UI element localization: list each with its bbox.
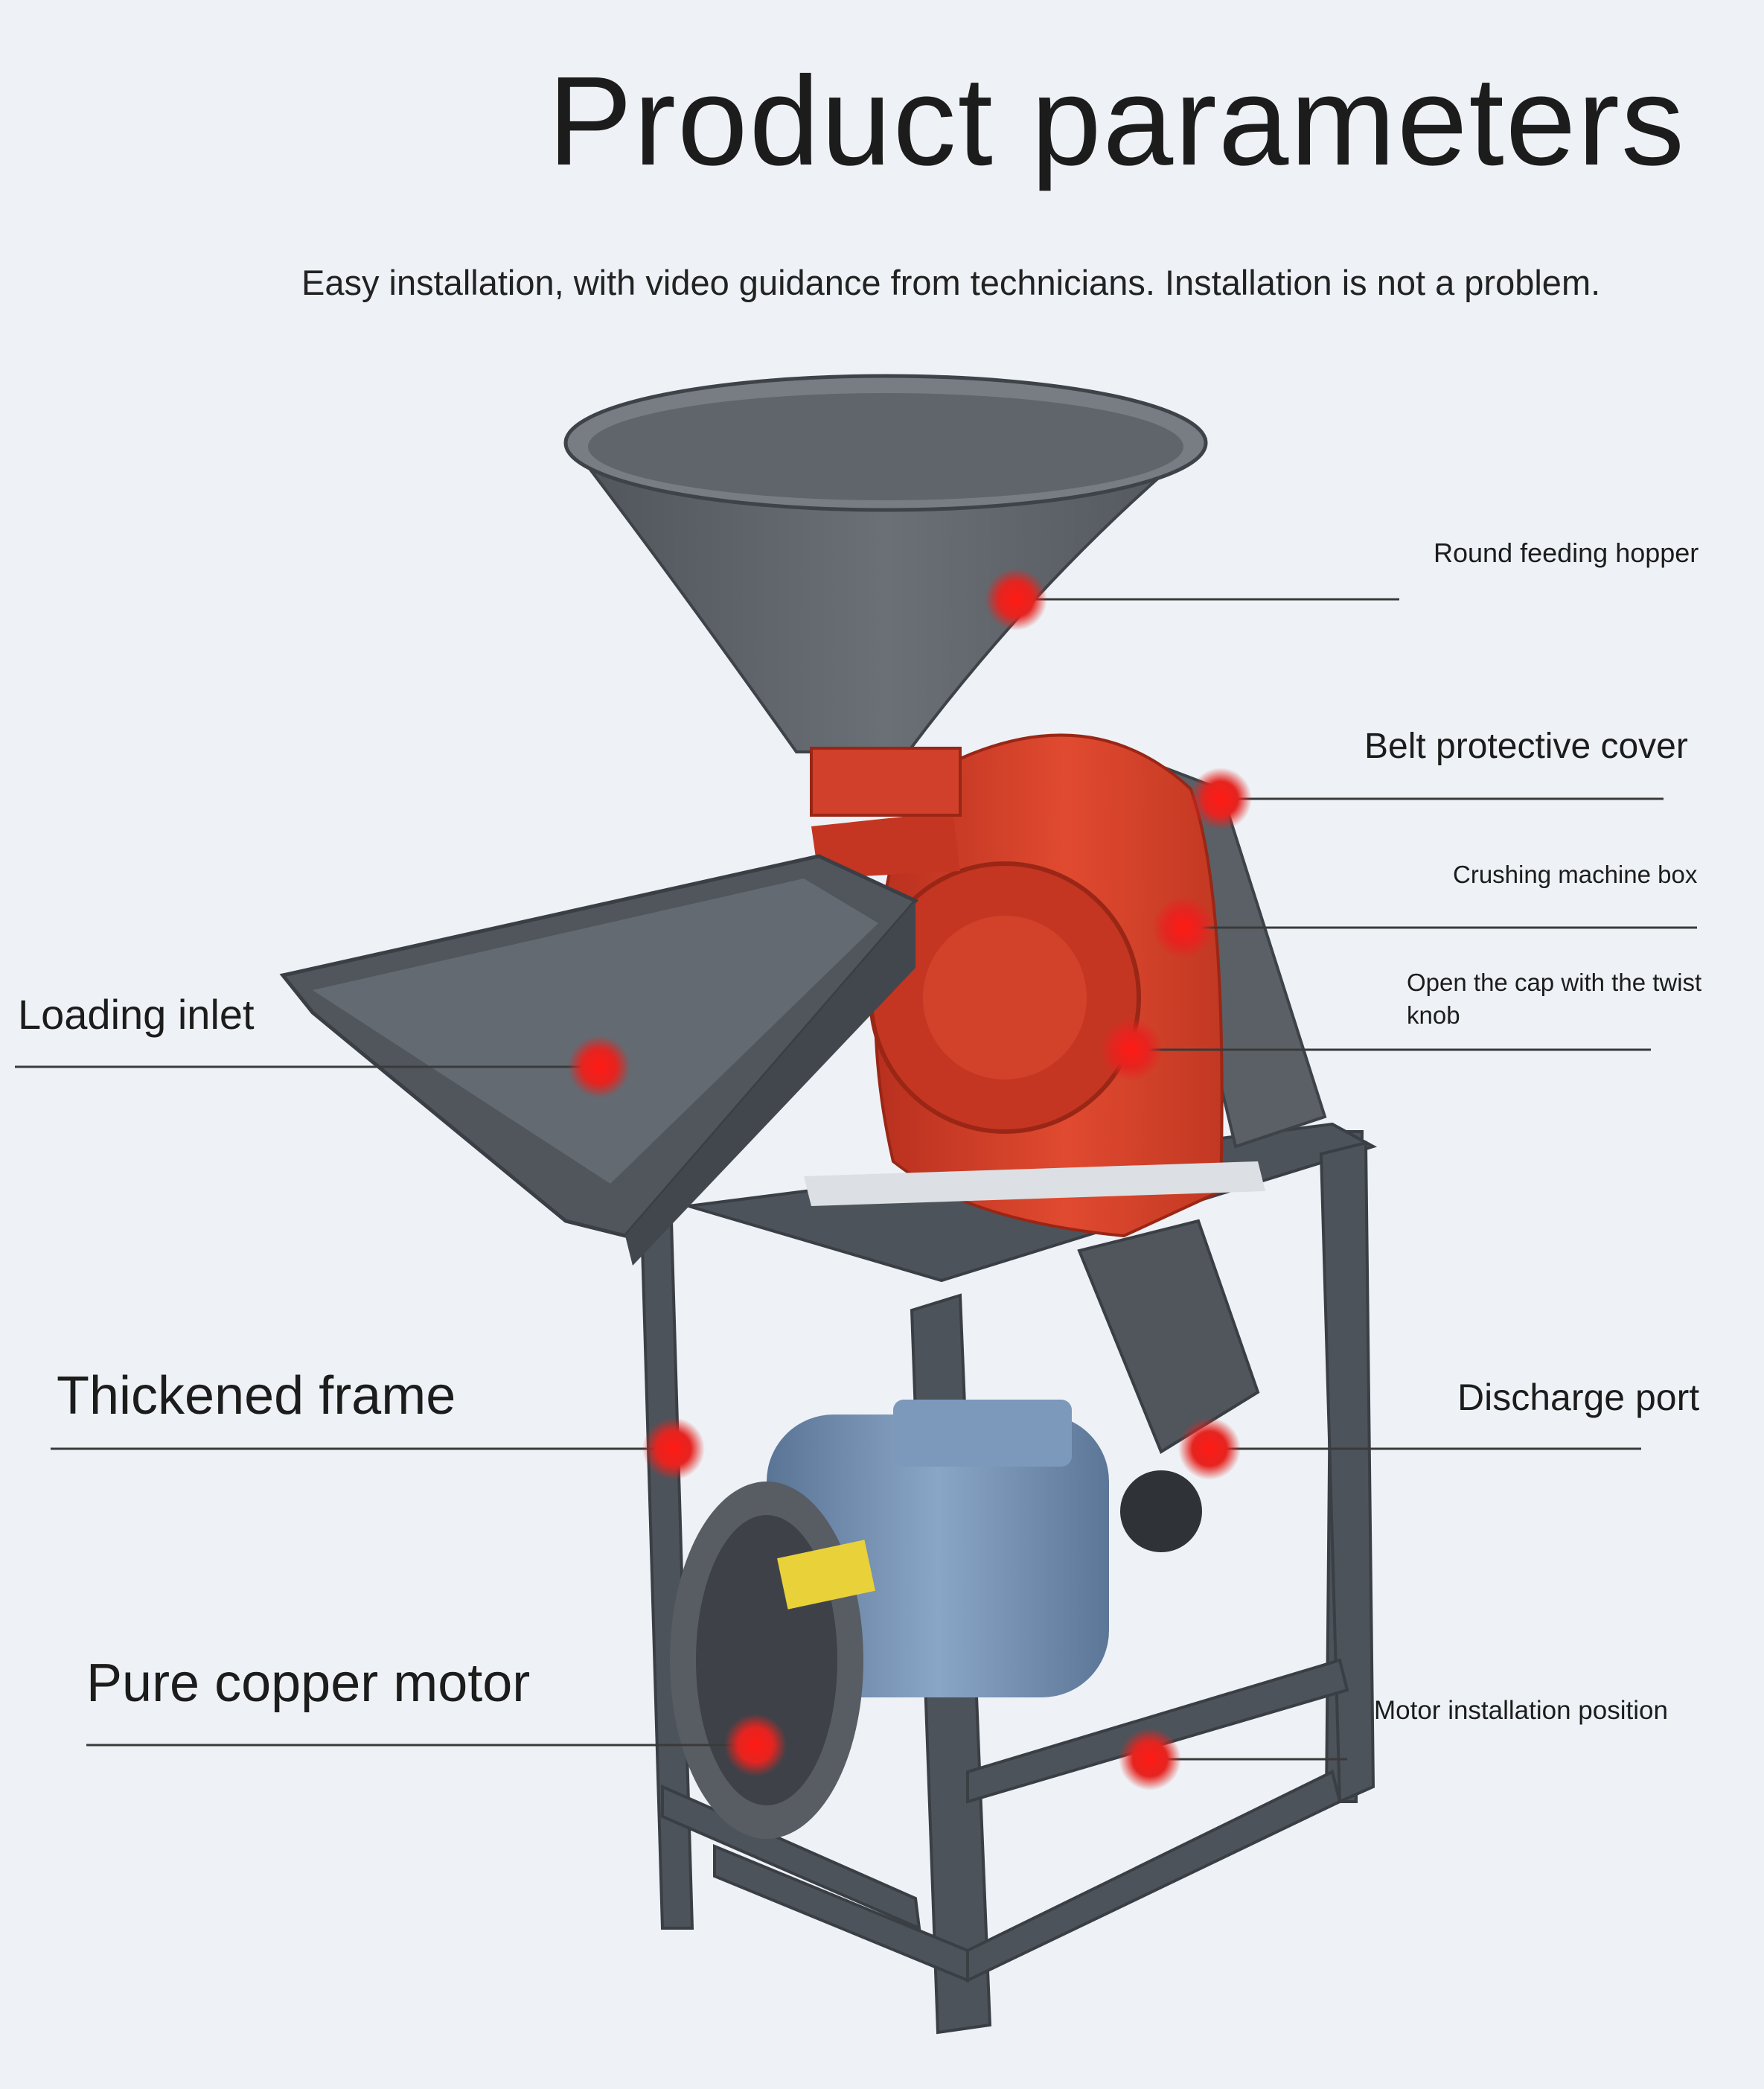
page-subtitle: Easy installation, with video guidance f… xyxy=(301,263,1601,302)
marker-frame xyxy=(642,1417,705,1480)
marker-loading-inlet xyxy=(568,1036,630,1098)
label-discharge-port: Discharge port xyxy=(1457,1377,1700,1418)
marker-twist-knob xyxy=(1100,1018,1163,1081)
label-open-cap: Open the cap with the twist knob xyxy=(1407,969,1702,1029)
crushing-machine-box xyxy=(804,733,1265,1238)
label-crushing-machine-box: Crushing machine box xyxy=(1453,861,1698,888)
label-pure-copper-motor: Pure copper motor xyxy=(86,1653,531,1713)
discharge-chute xyxy=(1077,1219,1260,1454)
label-motor-installation-position: Motor installation position xyxy=(1374,1696,1668,1725)
label-thickened-frame: Thickened frame xyxy=(57,1366,456,1426)
marker-hopper xyxy=(985,568,1047,631)
callout-markers xyxy=(568,568,1252,1790)
marker-motor-install xyxy=(1119,1728,1181,1790)
marker-crushing-box xyxy=(1152,896,1215,959)
label-round-feeding-hopper: Round feeding hopper xyxy=(1434,538,1699,568)
leader-lines xyxy=(15,598,1697,1761)
marker-belt-cover xyxy=(1189,768,1252,830)
marker-motor xyxy=(724,1714,787,1776)
page-title: Product parameters xyxy=(548,51,1686,192)
pure-copper-motor xyxy=(670,1400,1202,1839)
label-belt-protective-cover: Belt protective cover xyxy=(1364,727,1688,766)
round-feeding-hopper xyxy=(563,374,1208,817)
label-loading-inlet: Loading inlet xyxy=(18,991,255,1038)
marker-discharge xyxy=(1178,1417,1241,1480)
